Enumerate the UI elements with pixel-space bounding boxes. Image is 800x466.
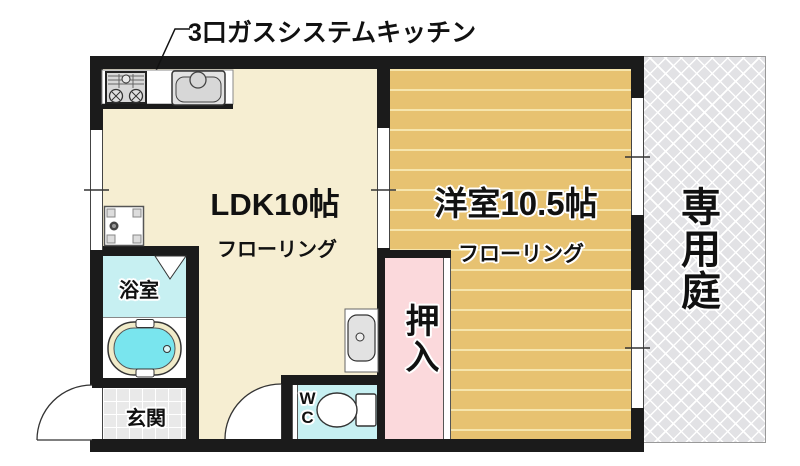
wall-bath-right bbox=[186, 246, 199, 452]
room-closet-floor bbox=[385, 258, 443, 439]
wall-ldk-western-upper bbox=[377, 69, 390, 128]
wall-bath-entrance-divider bbox=[90, 378, 199, 388]
ldk-floor-label: フローリング bbox=[217, 239, 337, 261]
closet-sliding-door bbox=[443, 258, 451, 439]
wall-closet-top bbox=[377, 250, 451, 258]
garden-area bbox=[644, 56, 766, 443]
closet-label: 押入 bbox=[400, 303, 438, 375]
wall-wc-top bbox=[281, 375, 385, 385]
window-left bbox=[90, 130, 103, 250]
western-floor-label: フローリング bbox=[458, 243, 584, 266]
wall-right-a bbox=[631, 56, 644, 98]
wall-bottom bbox=[90, 439, 644, 452]
kitchen-callout-label: 3口ガスシステムキッチン bbox=[188, 19, 477, 47]
wc-label: WC bbox=[298, 389, 317, 427]
wall-closet-left bbox=[377, 258, 385, 439]
wall-left-upper bbox=[90, 56, 103, 130]
bathroom-label: 浴室 bbox=[119, 280, 159, 302]
entrance-doorway bbox=[90, 388, 103, 439]
entrance-label: 玄関 bbox=[126, 408, 166, 430]
window-western-lower bbox=[631, 290, 644, 408]
western-room-label: 洋室10.5帖 bbox=[434, 185, 598, 222]
wall-right-b bbox=[631, 215, 644, 290]
entrance-door-swing-arc bbox=[36, 384, 93, 441]
room-entrance-floor bbox=[103, 388, 186, 439]
bathtub-area bbox=[103, 318, 186, 378]
garden-label: 専用庭 bbox=[675, 186, 719, 312]
ldk-room-label: LDK10帖 bbox=[210, 187, 340, 222]
wall-bath-top bbox=[90, 246, 199, 256]
wall-left-middle bbox=[90, 250, 103, 388]
wall-wc-left bbox=[281, 375, 292, 439]
wc-door-frame bbox=[292, 385, 298, 439]
wall-top bbox=[90, 56, 644, 69]
sliding-door-ldk-western bbox=[377, 128, 390, 248]
wall-right-c bbox=[631, 408, 644, 452]
